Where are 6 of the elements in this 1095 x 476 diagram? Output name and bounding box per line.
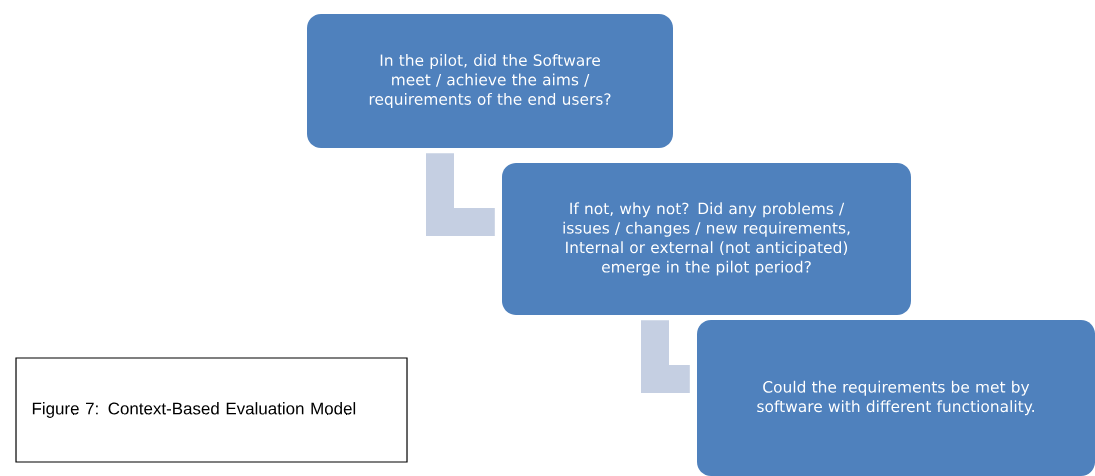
- caption-box: Figure 7: Context-Based Evaluation Model: [15, 357, 408, 463]
- elbow-connector: [641, 320, 690, 393]
- process-box: Could the requirements be met by software with different functionality.: [697, 320, 1095, 476]
- process-box: In the pilot, did the Software meet / achieve the aims / requirements of the end users?: [307, 14, 673, 148]
- elbow-connector: [426, 153, 495, 236]
- process-box: If not, why not? Did any problems / issues / changes / new requirements, Internal or external (not anticipated) emerge in the pilot period?: [502, 163, 911, 315]
